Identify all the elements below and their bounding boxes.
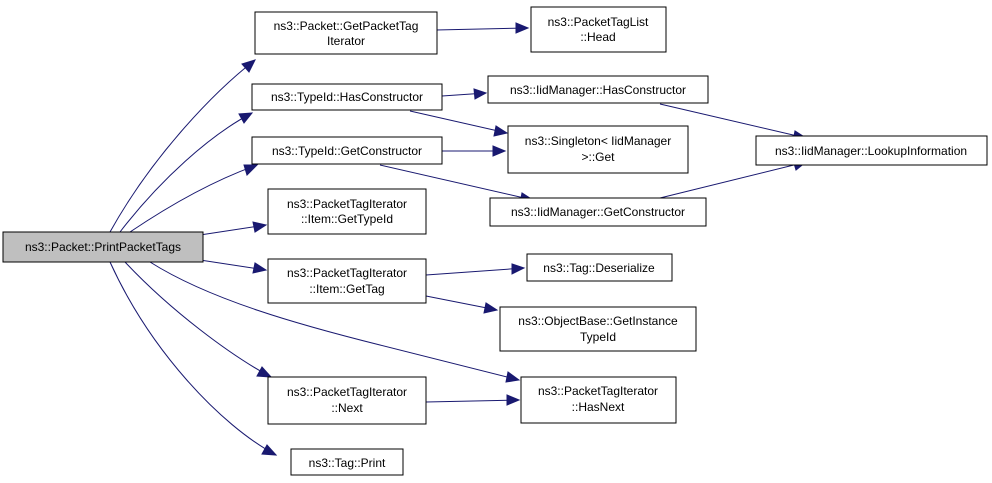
edge-print-to-typeid-has-constructor	[119, 112, 254, 233]
node-iterator-has-next-label-line-1: ns3::PacketTagIterator	[538, 384, 658, 398]
node-tag-deserialize-label: ns3::Tag::Deserialize	[543, 261, 655, 275]
edge-print-to-item-get-type-id	[199, 221, 268, 236]
node-item-get-type-id[interactable]: ns3::PacketTagIterator ::Item::GetTypeId	[267, 188, 427, 235]
edge-iterator-next-to-iterator-has-next	[425, 394, 521, 406]
node-iterator-next-label-line-1: ns3::PacketTagIterator	[287, 385, 407, 399]
node-iterator-has-next-label-line-2: ::HasNext	[572, 400, 625, 414]
node-typeid-get-constructor[interactable]: ns3::TypeId::GetConstructor	[251, 136, 443, 165]
node-typeid-get-constructor-label: ns3::TypeId::GetConstructor	[272, 144, 422, 158]
call-graph-edges	[109, 22, 808, 456]
node-item-get-type-id-label-line-2: ::Item::GetTypeId	[301, 212, 393, 226]
node-tag-print-label: ns3::Tag::Print	[309, 456, 386, 470]
node-item-get-type-id-label-line-1: ns3::PacketTagIterator	[287, 197, 407, 211]
node-iterator-next[interactable]: ns3::PacketTagIterator ::Next	[267, 376, 427, 425]
edge-typeid-get-constructor-to-singleton-get	[442, 145, 507, 157]
node-print-packet-tags-label: ns3::Packet::PrintPacketTags	[25, 240, 181, 254]
node-iterator-has-next[interactable]: ns3::PacketTagIterator ::HasNext	[520, 376, 677, 424]
node-typeid-has-constructor-label: ns3::TypeId::HasConstructor	[271, 90, 423, 104]
node-item-get-tag-label-line-2: ::Item::GetTag	[309, 282, 384, 296]
node-iidmanager-lookup-information-label: ns3::IidManager::LookupInformation	[775, 144, 967, 158]
node-tag-deserialize[interactable]: ns3::Tag::Deserialize	[526, 253, 673, 282]
node-object-base-get-instance-type-id-label-line-1: ns3::ObjectBase::GetInstance	[518, 314, 678, 328]
node-get-packet-tag-iterator-label-line-1: ns3::Packet::GetPacketTag	[274, 19, 419, 33]
node-tag-print[interactable]: ns3::Tag::Print	[290, 448, 404, 476]
node-typeid-has-constructor[interactable]: ns3::TypeId::HasConstructor	[251, 83, 443, 111]
edge-get-packet-tag-iterator-to-packet-tag-list-head	[435, 22, 530, 34]
edge-item-get-tag-to-object-base-get-instance-type-id	[425, 295, 499, 314]
edge-typeid-has-constructor-to-iidmanager-has-constructor	[441, 88, 488, 100]
edge-print-to-iterator-has-next	[149, 261, 521, 383]
node-iidmanager-lookup-information[interactable]: ns3::IidManager::LookupInformation	[755, 135, 988, 166]
node-object-base-get-instance-type-id[interactable]: ns3::ObjectBase::GetInstance TypeId	[499, 306, 697, 352]
node-packet-tag-list-head[interactable]: ns3::PacketTagList ::Head	[530, 6, 667, 53]
edge-print-to-tag-print	[109, 261, 278, 456]
node-get-packet-tag-iterator-label-line-2: Iterator	[327, 34, 365, 48]
edge-typeid-has-constructor-to-singleton-get	[409, 110, 509, 137]
node-print-packet-tags[interactable]: ns3::Packet::PrintPacketTags	[2, 231, 204, 263]
node-item-get-tag-label-line-1: ns3::PacketTagIterator	[287, 266, 407, 280]
edge-print-to-get-packet-tag-iterator	[109, 59, 256, 233]
edge-item-get-tag-to-tag-deserialize	[425, 263, 526, 276]
edge-print-to-item-get-tag	[199, 259, 268, 274]
call-graph-nodes: ns3::Packet::PrintPacketTags ns3::Packet…	[2, 6, 988, 476]
node-singleton-get-label-line-1: ns3::Singleton< IidManager	[525, 134, 671, 148]
node-iidmanager-has-constructor-label: ns3::IidManager::HasConstructor	[510, 83, 686, 97]
node-item-get-tag[interactable]: ns3::PacketTagIterator ::Item::GetTag	[267, 258, 427, 304]
edge-print-to-typeid-get-constructor	[129, 164, 259, 233]
node-singleton-get-label-line-2: >::Get	[581, 150, 615, 164]
node-packet-tag-list-head-label-line-1: ns3::PacketTagList	[548, 15, 649, 29]
node-iidmanager-get-constructor-label: ns3::IidManager::GetConstructor	[511, 205, 685, 219]
node-object-base-get-instance-type-id-label-line-2: TypeId	[580, 330, 616, 344]
node-get-packet-tag-iterator[interactable]: ns3::Packet::GetPacketTag Iterator	[254, 11, 438, 55]
node-iidmanager-has-constructor[interactable]: ns3::IidManager::HasConstructor	[487, 75, 709, 104]
edge-print-to-iterator-next	[124, 261, 273, 378]
node-packet-tag-list-head-label-line-2: ::Head	[580, 30, 615, 44]
node-iidmanager-get-constructor[interactable]: ns3::IidManager::GetConstructor	[489, 197, 707, 227]
node-singleton-get[interactable]: ns3::Singleton< IidManager >::Get	[507, 125, 689, 174]
node-iterator-next-label-line-2: ::Next	[331, 401, 363, 415]
